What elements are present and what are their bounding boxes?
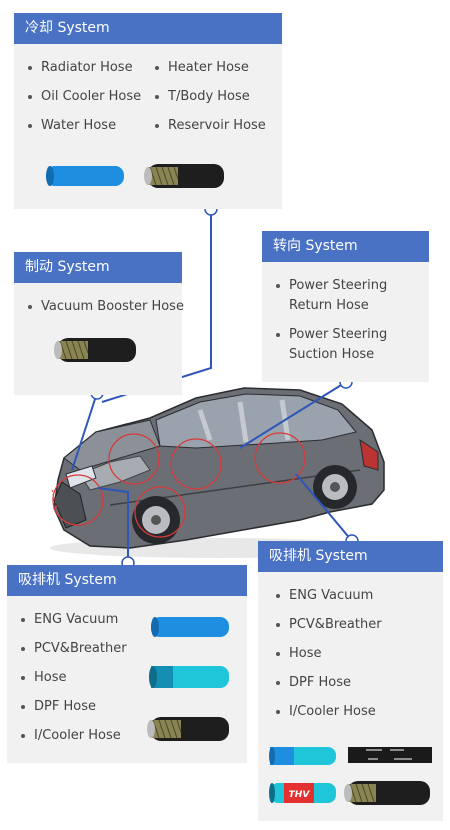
intake-system-right-panel: 吸排机 System ENG Vacuum PCV&Breather Hose … bbox=[258, 541, 443, 821]
black-marked-hose-image bbox=[348, 747, 432, 763]
cooling-hose-images bbox=[46, 164, 224, 188]
braided-hose-image bbox=[147, 717, 229, 741]
intake-system-left-panel: 吸排机 System ENG Vacuum PCV&Breather Hose … bbox=[7, 565, 247, 763]
list-item: I/Cooler Hose bbox=[21, 726, 121, 746]
list-item: ENG Vacuum bbox=[21, 610, 118, 630]
steering-system-title: 转向 System bbox=[262, 231, 429, 262]
connector-brake bbox=[71, 392, 98, 471]
cyan-hose-image bbox=[149, 666, 229, 688]
cooling-system-title: 冷却 System bbox=[14, 13, 282, 44]
list-item: Heater Hose bbox=[155, 58, 249, 78]
list-item: PCV&Breather bbox=[21, 639, 127, 659]
list-item: Power Steering Return Hose bbox=[276, 276, 416, 316]
thv-hose-image: THV bbox=[269, 783, 336, 803]
cooling-system-panel: 冷却 System Radiator Hose Heater Hose Oil … bbox=[14, 13, 282, 209]
highlight-engine-circle bbox=[108, 433, 160, 485]
brake-system-panel: 制动 System Vacuum Booster Hose bbox=[14, 252, 184, 395]
list-item: Reservoir Hose bbox=[155, 116, 266, 136]
list-item: Vacuum Booster Hose bbox=[28, 297, 184, 317]
thv-label: THV bbox=[289, 790, 311, 800]
braided-hose-image bbox=[144, 164, 224, 188]
list-item: Water Hose bbox=[28, 116, 116, 136]
highlight-circles bbox=[52, 432, 306, 538]
list-item: Oil Cooler Hose bbox=[28, 87, 141, 107]
braided-hose-image bbox=[54, 338, 136, 362]
intake-right-title: 吸排机 System bbox=[258, 541, 443, 572]
list-item: T/Body Hose bbox=[155, 87, 250, 107]
connector-intake-left bbox=[97, 487, 129, 563]
cyan-hose-image bbox=[269, 747, 336, 765]
brake-system-title: 制动 System bbox=[14, 252, 182, 283]
connector-intake-right bbox=[295, 473, 353, 542]
list-item: ENG Vacuum bbox=[276, 586, 373, 606]
list-item: Radiator Hose bbox=[28, 58, 133, 78]
list-item: DPF Hose bbox=[21, 697, 96, 717]
blue-hose-image bbox=[151, 617, 229, 637]
steering-system-panel: 转向 System Power Steering Return Hose Pow… bbox=[262, 231, 429, 382]
highlight-front-circle bbox=[52, 474, 104, 526]
intake-left-title: 吸排机 System bbox=[7, 565, 247, 596]
list-item: PCV&Breather bbox=[276, 615, 382, 635]
list-item: Power Steering Suction Hose bbox=[276, 325, 416, 365]
highlight-brake-circle bbox=[170, 438, 222, 490]
list-item: Hose bbox=[21, 668, 67, 688]
list-item: DPF Hose bbox=[276, 673, 351, 693]
highlight-steering-circle bbox=[254, 432, 306, 484]
list-item: Hose bbox=[276, 644, 322, 664]
list-item: I/Cooler Hose bbox=[276, 702, 376, 722]
connector-steering bbox=[239, 381, 347, 449]
highlight-intake-circle bbox=[134, 486, 186, 538]
blue-hose-image bbox=[46, 166, 124, 186]
braided-hose-image bbox=[344, 781, 430, 805]
